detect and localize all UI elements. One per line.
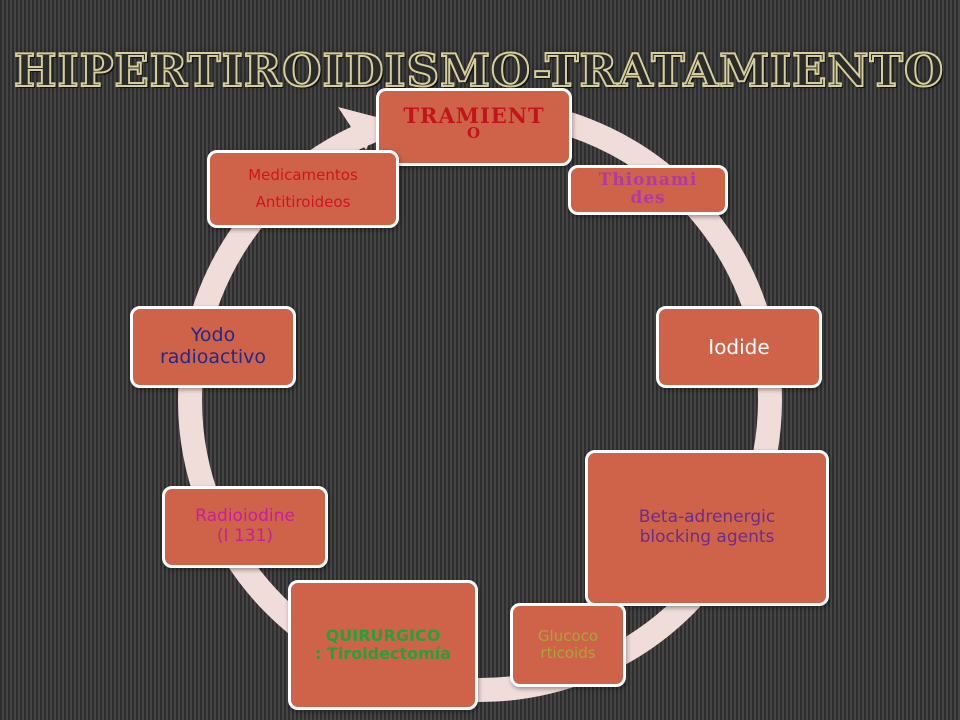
node-yodo-radioactivo-line-1: Yodo [190,324,236,347]
node-glucocorticoids-line-2: rticoids [540,644,596,662]
node-tratamiento-line-1: TRAMIENT [403,103,545,128]
node-tratamiento: TRAMIENT O [376,88,572,166]
node-yodo-radioactivo: Yodo radioactivo [130,306,296,388]
node-medicamentos-line-1: Medicamentos [248,166,358,185]
node-thionamides: Thionami des [568,165,728,215]
node-glucocorticoids-line-1: Glucoco [537,626,599,645]
node-radioiodine-line-2: (I 131) [216,526,274,546]
node-thionamides-line-1: Thionami [598,170,698,191]
node-tratamiento-line-2: O [466,124,482,142]
node-yodo-radioactivo-line-2: radioactivo [159,346,267,368]
cycle-arrow-head-icon [338,107,380,150]
node-quirurgico-line-1: QUIRURGICO [325,625,441,645]
node-glucocorticoids: Glucoco rticoids [510,603,626,687]
node-beta-blockers-line-1: Beta-adrenergic [638,507,776,528]
node-medicamentos-line-2: Antitiroideos [255,192,351,211]
node-medicamentos: Medicamentos Antitiroideos [207,150,399,228]
node-quirurgico-line-2: : Tiroidectomía [314,644,452,663]
node-beta-blockers-line-2: blocking agents [639,527,775,547]
node-quirurgico: QUIRURGICO : Tiroidectomía [288,580,478,710]
node-iodide: Iodide [656,306,822,388]
node-radioiodine-line-1: Radioiodine [195,506,295,527]
node-radioiodine: Radioiodine (I 131) [162,486,328,568]
node-thionamides-line-2: des [630,188,666,208]
node-iodide-label: Iodide [708,334,770,359]
node-beta-blockers: Beta-adrenergic blocking agents [585,450,829,606]
